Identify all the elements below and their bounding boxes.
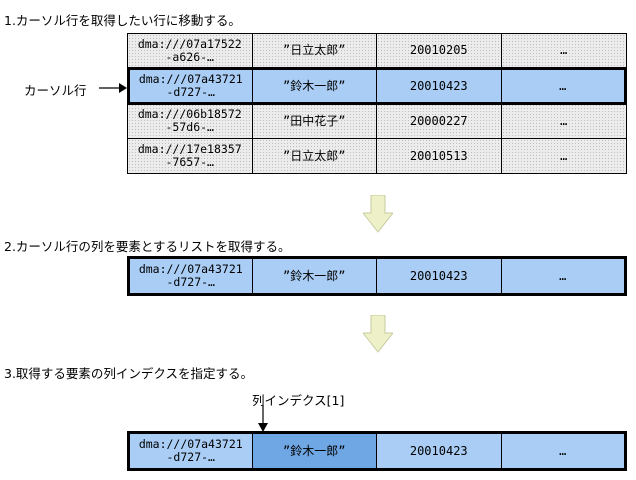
id-cell: dma:///06b18572-57d6-…	[128, 104, 253, 138]
cursor-row-label: カーソル行	[24, 83, 87, 98]
arrow-down-icon	[363, 315, 393, 353]
id-cell: dma:///07a43721-d727-…	[130, 434, 253, 468]
id-cell: dma:///07a43721-d727-…	[130, 259, 253, 293]
table-row: dma:///17e18357-7657-… ”日立太郎” 20010513 …	[127, 139, 627, 174]
date-cell: 20010423	[377, 70, 502, 102]
column-index-label: 列インデクス[1]	[252, 393, 345, 408]
id-line-1: dma:///17e18357	[137, 142, 242, 156]
step-3-text: 3.取得する要素の列インデクスを指定する。	[4, 366, 254, 381]
indexed-row: dma:///07a43721-d727-… ”鈴木一郎” 20010423 …	[127, 431, 627, 471]
date-cell: 20010205	[377, 34, 502, 67]
more-cell: …	[501, 139, 626, 173]
indexed-table: dma:///07a43721-d727-… ”鈴木一郎” 20010423 …	[127, 431, 627, 471]
id-line-1: dma:///07a43721	[138, 262, 243, 276]
more-cell: …	[501, 34, 626, 67]
table-row: dma:///07a17522-a626-… ”日立太郎” 20010205 …	[127, 33, 627, 68]
name-cell-highlighted: ”鈴木一郎”	[252, 434, 377, 468]
date-cell: 20010423	[377, 434, 502, 468]
list-row: dma:///07a43721-d727-… ”鈴木一郎” 20010423 …	[127, 256, 627, 296]
date-cell: 20010423	[377, 259, 502, 293]
arrow-down-small-icon	[258, 405, 268, 432]
id-line-2: -a626-…	[165, 49, 214, 64]
name-cell: ”日立太郎”	[252, 139, 377, 173]
id-line-2: -7657-…	[165, 155, 214, 169]
name-cell: ”田中花子”	[252, 104, 377, 138]
id-line-1: dma:///07a43721	[138, 72, 243, 86]
cursor-table: dma:///07a17522-a626-… ”日立太郎” 20010205 ……	[127, 33, 627, 174]
list-table: dma:///07a43721-d727-… ”鈴木一郎” 20010423 …	[127, 256, 627, 296]
id-line-2: -d727-…	[166, 85, 215, 99]
date-cell: 20000227	[377, 104, 502, 138]
id-cell: dma:///17e18357-7657-…	[128, 139, 253, 173]
id-line-2: -57d6-…	[165, 120, 214, 134]
more-cell: …	[501, 70, 624, 102]
arrow-down-icon	[363, 195, 393, 233]
id-line-1: dma:///07a17522	[137, 36, 242, 51]
more-cell: …	[501, 104, 626, 138]
id-line-2: -d727-…	[166, 275, 215, 289]
name-cell: ”日立太郎”	[252, 34, 377, 67]
id-cell: dma:///07a43721-d727-…	[130, 70, 253, 102]
date-cell: 20010513	[377, 139, 502, 173]
id-line-1: dma:///07a43721	[138, 437, 243, 451]
step-2-text: 2.カーソル行の列を要素とするリストを取得する。	[4, 239, 291, 254]
arrow-right-icon	[99, 83, 127, 93]
name-cell: ”鈴木一郎”	[252, 70, 377, 102]
more-cell: …	[501, 434, 624, 468]
name-cell: ”鈴木一郎”	[252, 259, 377, 293]
step-1-text: 1.カーソル行を取得したい行に移動する。	[4, 13, 241, 28]
id-line-1: dma:///06b18572	[137, 107, 242, 121]
id-cell: dma:///07a17522-a626-…	[128, 34, 253, 67]
more-cell: …	[501, 259, 624, 293]
table-row: dma:///06b18572-57d6-… ”田中花子” 20000227 …	[127, 104, 627, 139]
table-row-cursor: dma:///07a43721-d727-… ”鈴木一郎” 20010423 …	[127, 67, 627, 105]
id-line-2: -d727-…	[166, 450, 215, 464]
